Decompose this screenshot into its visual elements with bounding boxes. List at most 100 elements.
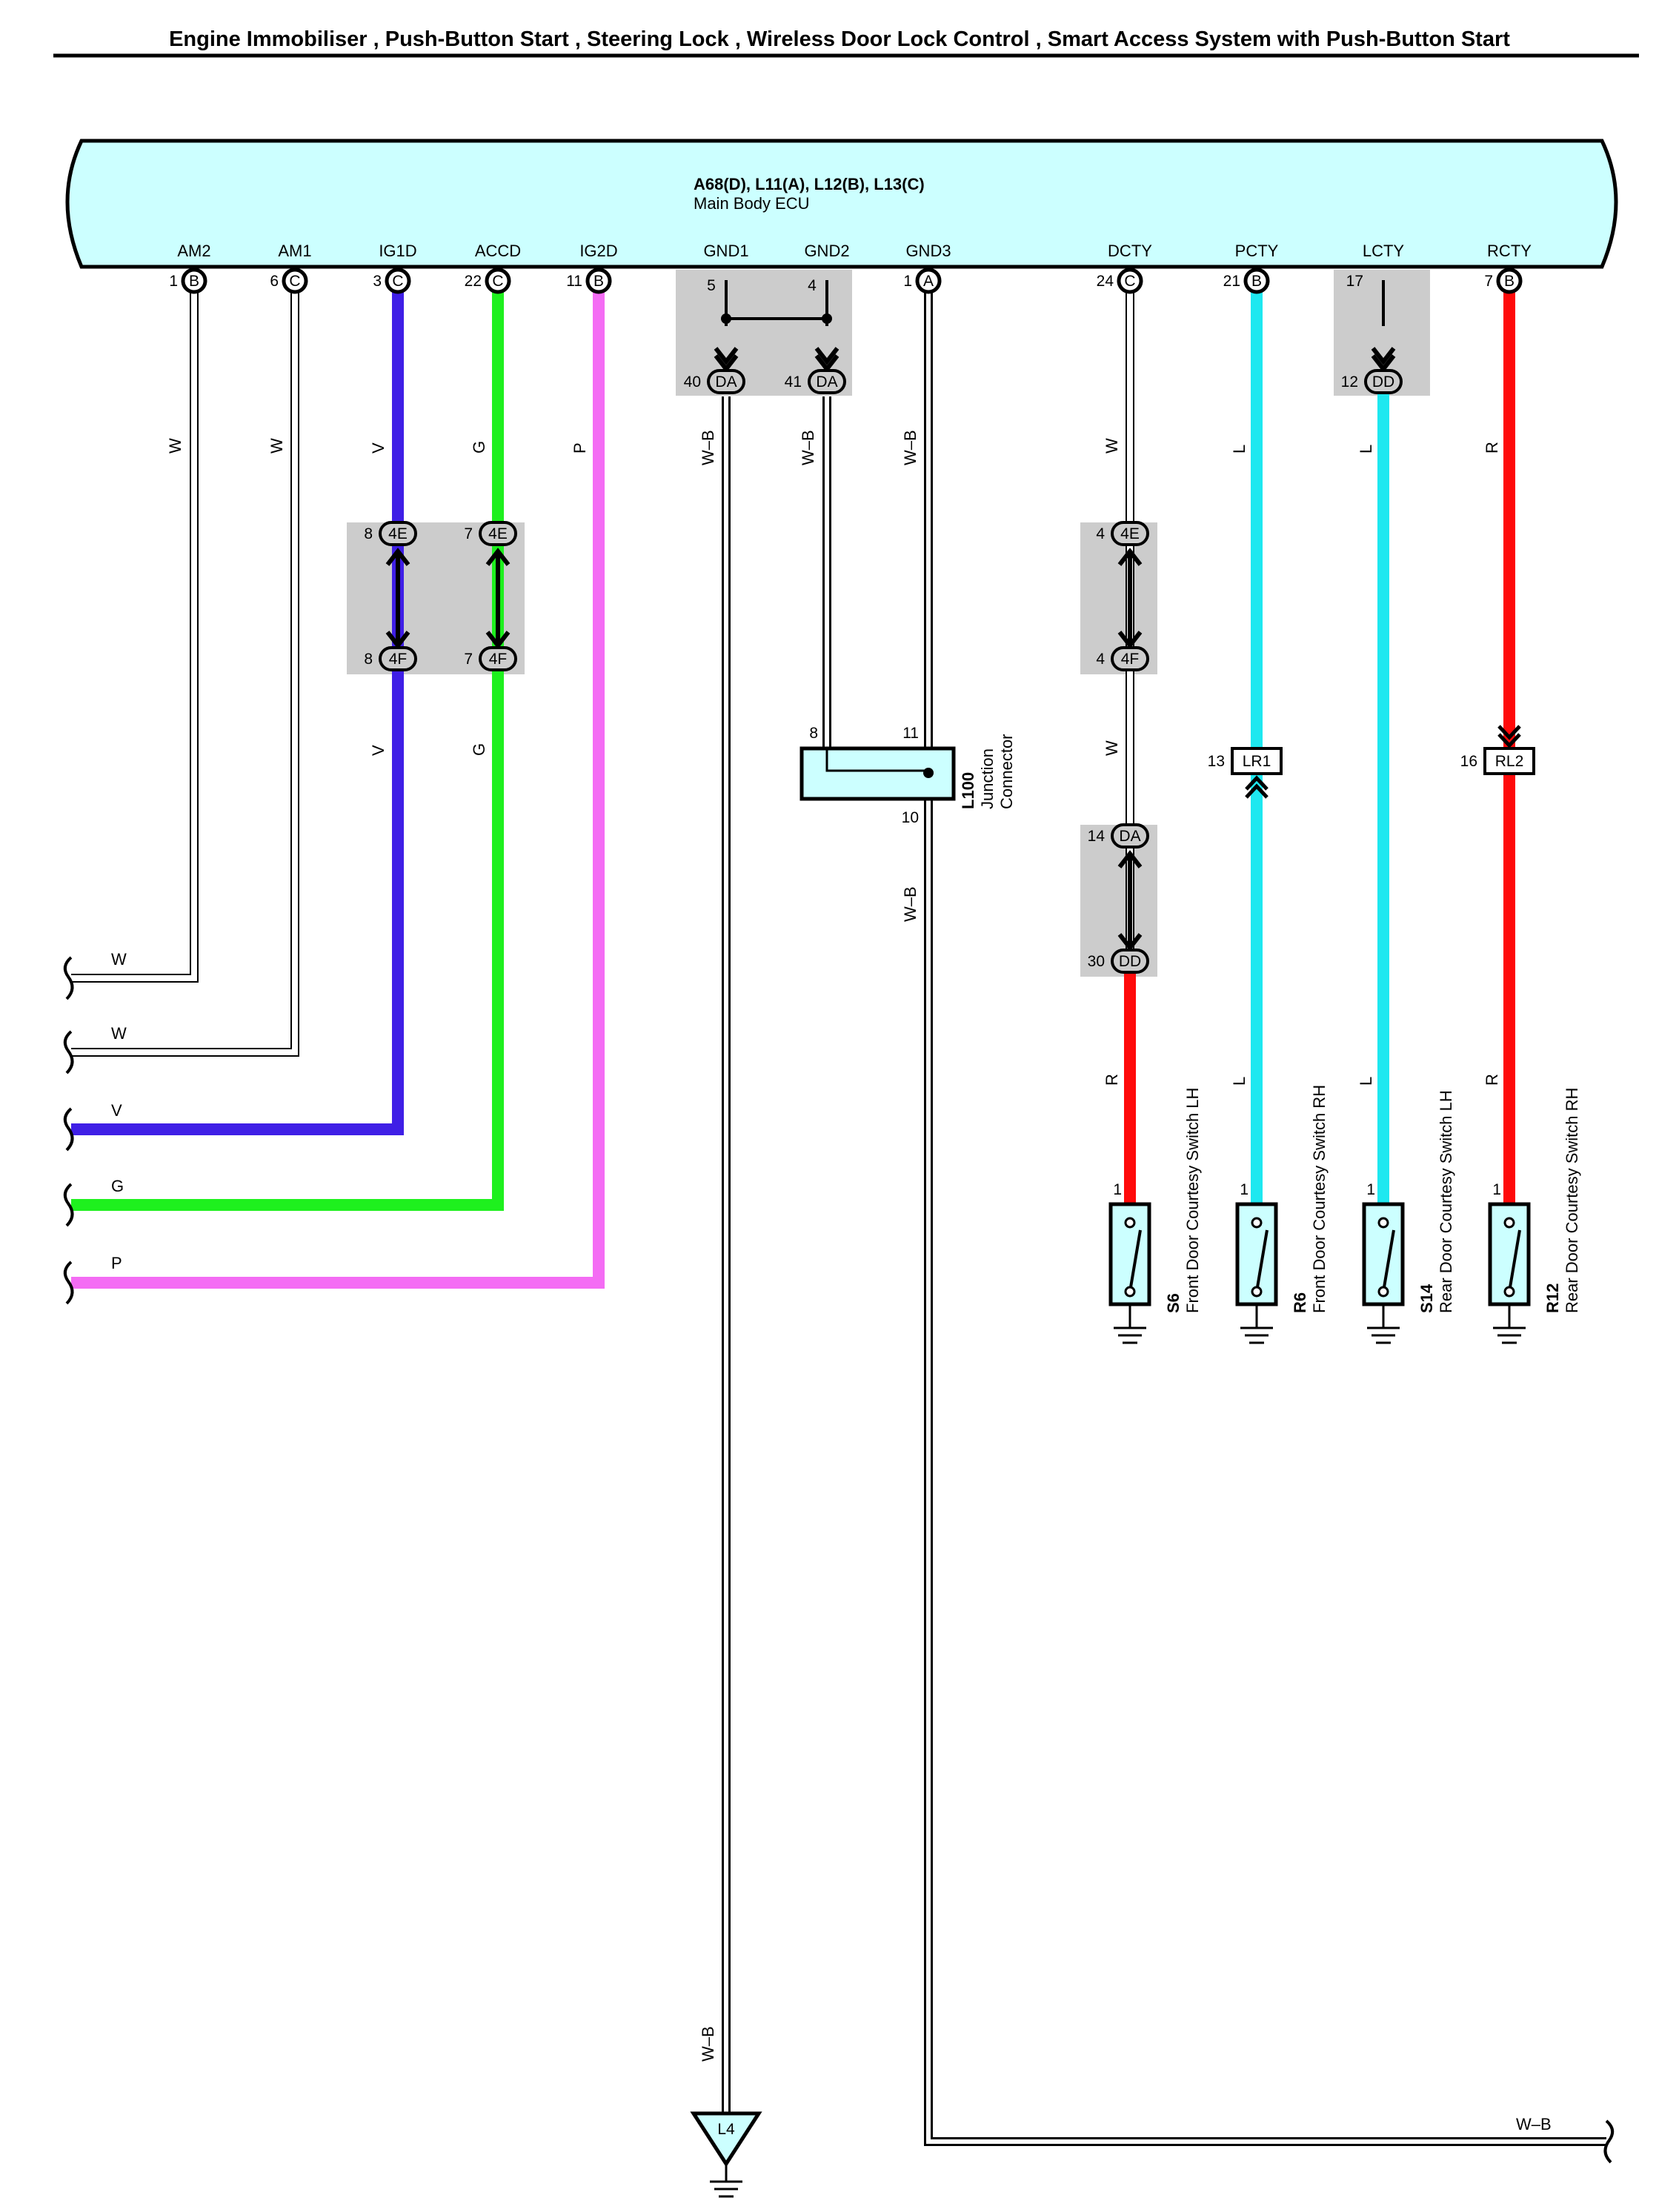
gnd-pin40: 40 [684, 373, 701, 391]
rl2-arrow [1497, 725, 1521, 748]
pin-pcty: B 21 [1223, 268, 1270, 294]
switch-r6-name: Front Door Courtesy Switch RH [1310, 1085, 1329, 1313]
switch-s6-pin: 1 [1113, 1181, 1122, 1198]
lr1-code: LR1 [1243, 753, 1271, 770]
wire-code-ig1d-lower: V [369, 745, 388, 756]
junction-connector: 8 11 10 L100 Junction Connector [799, 725, 1016, 826]
accd-4f-pill [479, 646, 517, 671]
wire-code-pcty: L [1230, 445, 1249, 454]
switch-s14-name: Rear Door Courtesy Switch LH [1437, 1090, 1455, 1313]
switch-s14-code: S14 [1417, 1283, 1436, 1313]
ground-l4-icon [710, 2164, 742, 2198]
dcty-4f-pin: 4 [1096, 651, 1105, 668]
terminal-label-gnd1: GND1 [703, 242, 748, 260]
wire-code-ground-bus: W–B [1516, 2115, 1552, 2133]
pin-dcty-num: 24 [1097, 273, 1114, 290]
wire-code-am2: W [166, 438, 184, 454]
ground-l4-code: L4 [717, 2121, 735, 2138]
wire-am1 [71, 280, 299, 1057]
dcty-dd-code: DD [1119, 953, 1141, 970]
accd-4f-code: 4F [489, 651, 508, 668]
wire-accd [71, 280, 504, 1211]
accd-4e-pin: 7 [464, 525, 473, 542]
terminal-label-lcty: LCTY [1363, 242, 1405, 260]
wire-code-left-w2: W [111, 1024, 127, 1043]
break-left-w2 [63, 1030, 74, 1075]
gnd-connector: 5 4 DA 40 DA 41 [684, 277, 846, 394]
ground-l4-triangle [690, 2111, 762, 2168]
pin-rcty-num: 7 [1484, 273, 1493, 290]
ecu-name: Main Body ECU [694, 194, 810, 213]
terminal-label-dcty: DCTY [1108, 242, 1152, 260]
pin-rcty-conn: B [1504, 273, 1515, 290]
gnd-pin5: 5 [707, 277, 716, 294]
accd-double-arrow [485, 548, 511, 649]
ground-point-l4: L4 [690, 2111, 762, 2198]
switch-s6-contact-top [1124, 1217, 1136, 1229]
dcty-4f-pill [1111, 646, 1149, 671]
pin-ig1d-num: 3 [373, 273, 382, 290]
pin-am1-num: 6 [270, 273, 279, 290]
wire-code-ig2d: P [571, 442, 589, 454]
pin-pcty-conn: B [1251, 273, 1262, 290]
door-switches: 1 S6 Front Door Courtesy Switch LH 1 R6 … [1108, 1085, 1581, 1344]
wire-code-labels: W W V G P W–B W–B W–B W L L R V G W W–B … [111, 430, 1552, 2133]
gnd-pin41: 41 [785, 373, 802, 391]
dcty-4e-pill [1111, 521, 1149, 546]
wire-code-rcty: R [1483, 442, 1501, 454]
lcty-connector: DD 12 [1341, 347, 1403, 394]
ig1d-double-arrow [385, 548, 410, 649]
wire-code-left-v: V [111, 1101, 122, 1120]
ecu-box [65, 139, 1618, 269]
switch-r12-code: R12 [1543, 1283, 1562, 1313]
pin-am2-conn: B [189, 273, 199, 290]
switch-r12-ground-icon [1493, 1304, 1526, 1344]
switch-r12-contact-bottom [1503, 1286, 1515, 1298]
gnd-splice-dot-1 [721, 313, 731, 324]
inline-connector-rl2: RL2 16 [1460, 725, 1535, 775]
dcty-double-arrow-2 [1117, 850, 1143, 951]
terminal-label-ig1d: IG1D [379, 242, 416, 260]
ig1d-4e-code: 4E [388, 525, 408, 542]
terminal-label-am1: AM1 [278, 242, 311, 260]
pin-accd: C 22 [465, 268, 511, 294]
wire-code-rcty-lower: R [1483, 1074, 1501, 1086]
dcty-da-pin: 14 [1088, 828, 1106, 845]
pin-gnd3-conn: A [923, 273, 934, 290]
wire-code-lcty-lower: L [1357, 1077, 1375, 1086]
pin-dcty-conn: C [1124, 273, 1135, 290]
lr1-box [1231, 747, 1283, 775]
dcty-dd-pin: 30 [1088, 953, 1105, 970]
accd-4e-pill [479, 521, 517, 546]
switch-r6-blade [1255, 1229, 1269, 1292]
rl2-code: RL2 [1495, 753, 1524, 770]
switch-s6-name: Front Door Courtesy Switch LH [1183, 1088, 1202, 1313]
terminal-label-am2: AM2 [177, 242, 210, 260]
switch-s6: 1 S6 Front Door Courtesy Switch LH [1108, 1088, 1202, 1344]
break-left-w1 [63, 956, 74, 1000]
connector-shading [347, 270, 1430, 977]
terminal-label-pcty: PCTY [1235, 242, 1279, 260]
switch-r6-contact-bottom [1251, 1286, 1263, 1298]
switch-r12-name: Rear Door Courtesy Switch RH [1563, 1088, 1581, 1313]
left-breaks [63, 956, 1615, 2164]
junction-internal-trace [825, 748, 928, 772]
gnd-pin4: 4 [808, 277, 817, 294]
switch-s14-pin: 1 [1366, 1181, 1375, 1198]
dcty-da-pill [1111, 823, 1149, 848]
junction-code: L100 [959, 772, 977, 809]
switch-s14-contact-bottom [1377, 1286, 1389, 1298]
switch-s14: 1 S14 Rear Door Courtesy Switch LH [1362, 1090, 1455, 1344]
switch-r6-ground-icon [1240, 1304, 1273, 1344]
switch-s14-blade [1382, 1229, 1395, 1292]
connector-4e-4f: 4E 8 4E 7 4F 8 4F 7 [364, 521, 517, 671]
switch-s14-contact-top [1377, 1217, 1389, 1229]
wire-code-left-p: P [111, 1254, 122, 1272]
gnd1-connector-pill [707, 369, 745, 394]
junction-pin11: 11 [902, 725, 919, 742]
wire-code-gnd2: W–B [799, 430, 817, 465]
pin-am1-conn: C [289, 273, 300, 290]
pin-accd-conn: C [492, 273, 503, 290]
ig1d-4f-code: 4F [389, 651, 408, 668]
pin-lcty: 17 [1346, 273, 1363, 290]
